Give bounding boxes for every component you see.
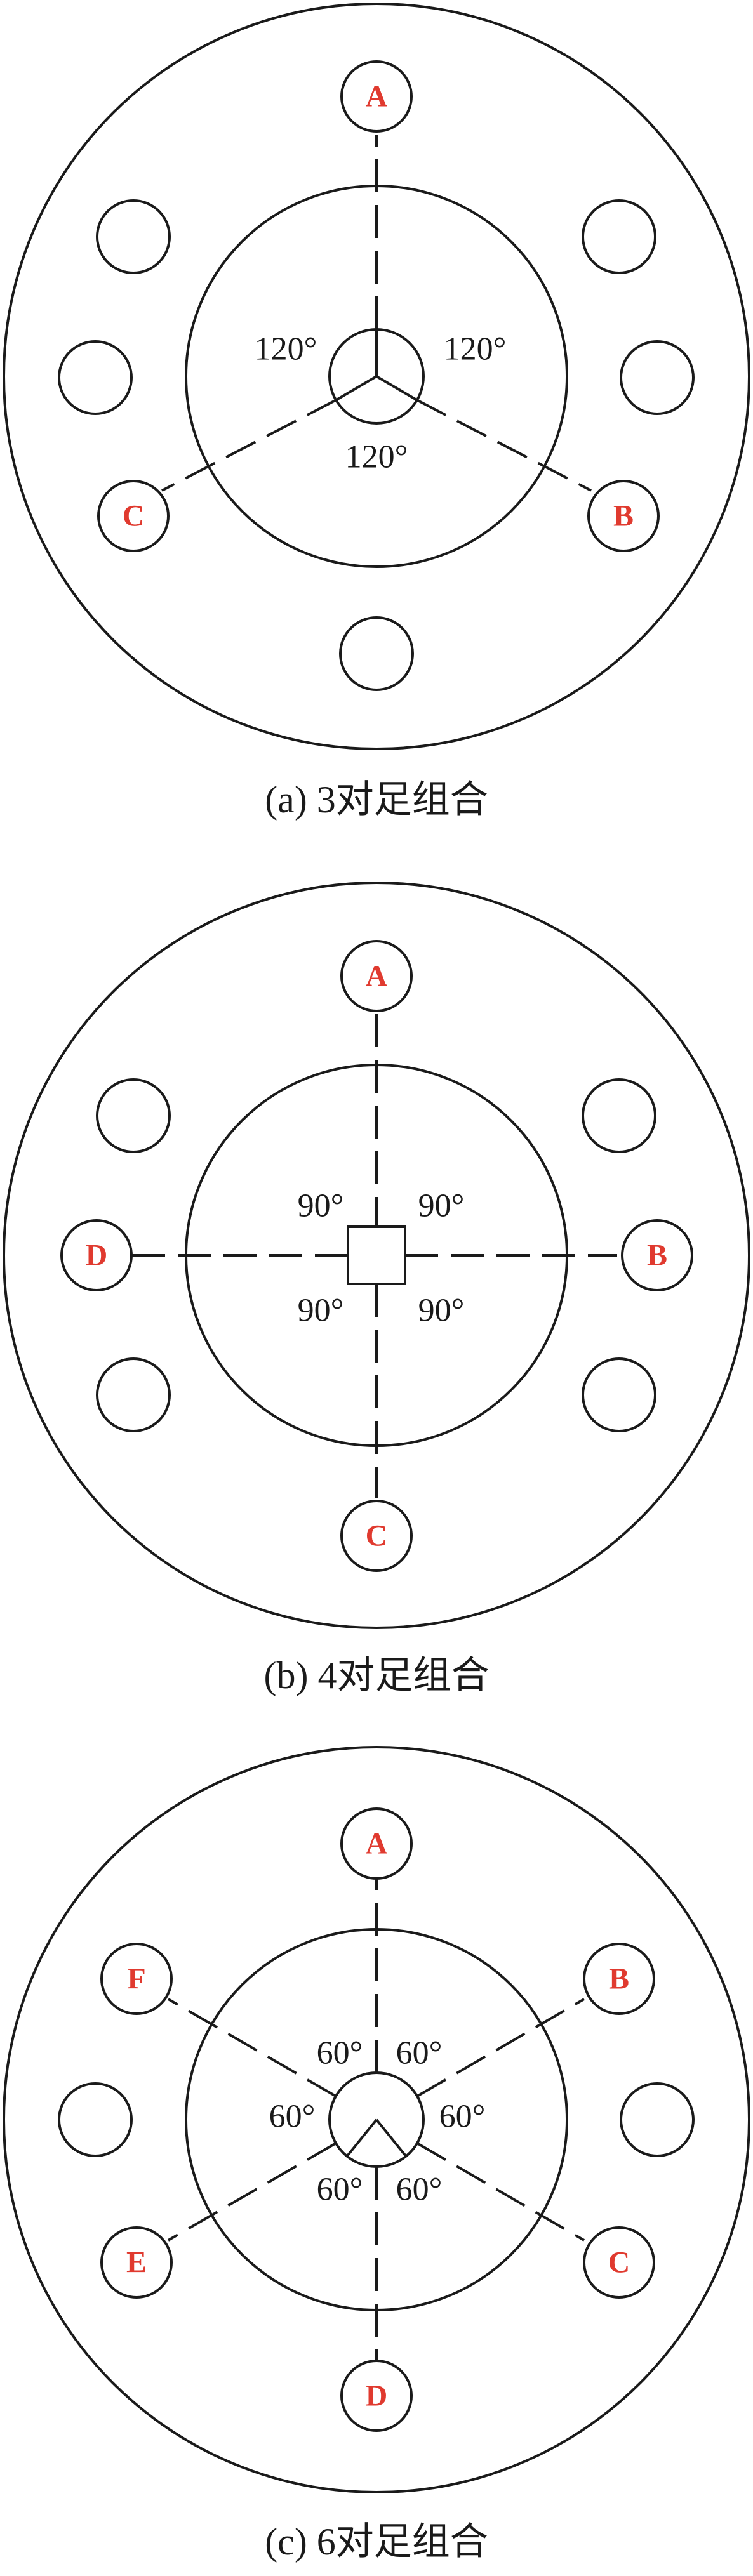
- bolt-hole: [582, 199, 656, 274]
- outer-disk: [3, 3, 750, 750]
- foot-label-a: A: [366, 80, 388, 114]
- panel-b: A B C D 90° 90° 90° 90° (b) 4对足组合: [3, 882, 750, 1696]
- angle-label: 120°: [444, 331, 507, 367]
- foot-marker-b: [621, 1219, 693, 1291]
- foot-marker-d: [340, 2360, 413, 2432]
- foot-marker-c: [97, 480, 170, 552]
- bolt-hole: [582, 1357, 656, 1432]
- foot-marker-a: [340, 1807, 413, 1880]
- foot-label-b: B: [613, 499, 634, 533]
- angle-label: 90°: [298, 1188, 344, 1224]
- center-hub: [347, 1225, 406, 1285]
- foot-label-c: C: [608, 2246, 630, 2280]
- foot-label-f: F: [127, 1962, 145, 1996]
- foot-label-e: E: [126, 2246, 147, 2280]
- foot-label-c: C: [366, 1519, 388, 1553]
- foot-marker-b: [583, 1943, 655, 2015]
- foot-label-d: D: [86, 1239, 108, 1272]
- panel-c: A B C D E F 60° 60° 60° 60° 60° 60° (c) …: [3, 1746, 750, 2563]
- divider-line-e: [167, 2142, 337, 2242]
- angle-label: 60°: [396, 2035, 443, 2071]
- foot-label-b: B: [609, 1962, 629, 1996]
- hub-ray: [375, 2118, 407, 2157]
- foot-marker-b: [587, 480, 660, 552]
- angle-label: 60°: [317, 2172, 363, 2208]
- outer-disk: [3, 882, 750, 1629]
- divider-line-f: [167, 1998, 337, 2097]
- foot-marker-c: [583, 2226, 655, 2299]
- bolt-hole: [58, 2082, 133, 2157]
- foot-marker-c: [340, 1500, 413, 1572]
- bolt-hole: [620, 2082, 695, 2157]
- foot-label-c: C: [123, 499, 145, 533]
- bolt-hole: [96, 199, 171, 274]
- angle-label: 60°: [317, 2035, 363, 2071]
- foot-marker-a: [340, 60, 413, 133]
- angle-label: 120°: [345, 439, 408, 475]
- bolt-hole: [58, 340, 133, 415]
- divider-line-c: [416, 2142, 585, 2242]
- foot-marker-e: [100, 2226, 173, 2299]
- caption-c: (c) 6对足组合: [265, 2521, 488, 2563]
- foot-marker-f: [100, 1943, 173, 2015]
- bolt-hole: [96, 1357, 171, 1432]
- divider-line-b: [416, 399, 592, 492]
- hub-ray: [335, 375, 378, 401]
- foot-label-b: B: [647, 1239, 667, 1272]
- angle-label: 90°: [418, 1188, 465, 1224]
- divider-line-c: [161, 399, 337, 492]
- foot-label-d: D: [366, 2379, 388, 2413]
- foot-marker-a: [340, 940, 413, 1012]
- angle-label: 90°: [298, 1293, 344, 1329]
- foot-label-a: A: [366, 1827, 388, 1861]
- angle-label: 60°: [439, 2099, 486, 2135]
- angle-label: 120°: [255, 331, 317, 367]
- angle-label: 60°: [396, 2172, 443, 2208]
- panel-a: A B C 120° 120° 120° (a) 3对足组合: [3, 3, 750, 821]
- bolt-hole: [620, 340, 695, 415]
- bolt-hole: [339, 616, 414, 691]
- outer-disk: [3, 1746, 750, 2493]
- angle-label: 60°: [269, 2099, 316, 2135]
- foot-label-a: A: [366, 960, 388, 993]
- caption-b: (b) 4对足组合: [264, 1655, 490, 1696]
- caption-a: (a) 3对足组合: [265, 779, 488, 821]
- bolt-hole: [582, 1078, 656, 1153]
- divider-line-b: [416, 1998, 585, 2097]
- bolt-hole: [96, 1078, 171, 1153]
- foot-marker-d: [60, 1219, 133, 1291]
- angle-label: 90°: [418, 1293, 465, 1329]
- hub-ray: [346, 2118, 378, 2157]
- hub-ray: [375, 375, 418, 401]
